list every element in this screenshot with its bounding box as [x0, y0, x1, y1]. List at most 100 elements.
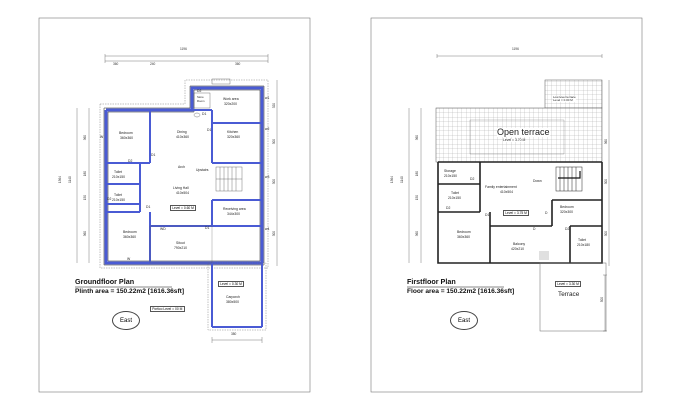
ff-balcony-size: 420x210	[511, 247, 525, 251]
gf-top-dim-7: 360	[235, 62, 241, 66]
gf-plan-area: Plinth area = 150.22m2 [1616.36sft]	[75, 288, 185, 295]
ff-tag-d-balcony: D	[533, 227, 536, 231]
ff-terrace-label: Terrace	[558, 291, 580, 298]
gf-tag-d1-bed2: D1	[146, 205, 151, 209]
ff-toilet2-size: 210x180	[577, 243, 591, 247]
gf-work-area-name: Work area	[223, 97, 239, 101]
ff-left-dim-total: 1364	[389, 176, 394, 184]
gf-portico-level: Portico Level = 00 M	[150, 306, 185, 313]
gf-kitchen-name: Kitchen	[227, 130, 239, 134]
gf-tag-d1-main: D1	[205, 226, 210, 230]
ff-total-width: 1196	[512, 47, 519, 51]
ff-tag-d-bed2: D	[545, 211, 548, 215]
ff-right-part-1: 360	[604, 138, 609, 145]
gf-right-part-7: 300	[272, 230, 277, 237]
gf-carporch-width: 380	[231, 332, 237, 336]
gf-bedroom2-name: Bedroom	[123, 230, 137, 234]
gf-tag-d2-toilet2: D2	[107, 197, 112, 201]
gf-left-dim-total: 1364	[57, 176, 62, 184]
ff-bedroom1-size: 360x360	[457, 235, 471, 239]
gf-sitout-size: 790x210	[174, 246, 188, 250]
gf-total-width: 1196	[180, 47, 187, 51]
gf-tag-d2-toilet1: D2	[128, 159, 133, 163]
gf-top-dim-1: 360	[113, 62, 119, 66]
gf-tag-w4: w4	[265, 227, 270, 231]
gf-plan-title: Groundfloor Plan	[75, 277, 135, 286]
gf-tag-w2: w2	[265, 127, 270, 131]
gf-work-area-size: 320x200	[224, 102, 238, 106]
gf-tag-upstairs: Upstairs	[196, 168, 209, 172]
gf-left-part-1: 360	[83, 134, 88, 141]
ff-storage-name: Storage	[444, 169, 456, 173]
ff-family-size: 410x504	[500, 190, 514, 194]
ff-level-terrace: Level = 3.30 M	[555, 281, 582, 288]
ff-left-part-1: 360	[415, 134, 420, 141]
ff-bedroom2-size: 320x300	[560, 210, 574, 214]
gf-top-dim-3: 240	[150, 62, 156, 66]
gf-bedroom1-name: Bedroom	[119, 131, 133, 135]
firstfloor-sheet: 1196 1364 1140 360 180 150 360 360 300 3…	[340, 0, 680, 405]
ff-left-part-4: 150	[415, 194, 420, 201]
gf-receiving-name: Receiving area	[223, 207, 246, 211]
ff-right-part-5: 300	[604, 230, 609, 237]
gf-living-name: Living Hall	[173, 186, 189, 190]
gf-level-carporch: Level = 0.30 M	[218, 281, 245, 288]
firstfloor-drawing	[370, 17, 643, 393]
ff-tag-d2-storage: D2	[470, 177, 475, 181]
ff-storage-size: 210x150	[444, 174, 458, 178]
gf-toilet1-name: Toilet	[114, 170, 122, 174]
ff-left-part-6: 360	[415, 230, 420, 237]
groundfloor-sheet: 1196 360 240 360 1364 1140 360 180 150 3…	[38, 17, 311, 393]
gf-left-dim-inner: 1140	[67, 176, 72, 184]
ff-bedroom2-name: Bedroom	[560, 205, 574, 209]
gf-east-marker: East	[112, 311, 140, 330]
gf-tag-d1-kitchen: D1	[207, 128, 212, 132]
gf-store-sub: Room	[197, 99, 205, 103]
gf-tag-w-bottom: W	[127, 257, 131, 261]
ff-toilet1-size: 210x150	[448, 196, 462, 200]
gf-left-part-2: 180	[83, 170, 88, 177]
gf-tag-arch: Arch	[178, 165, 185, 169]
ff-low-terrace-label: Low level terrace Level = 0.00 M	[553, 95, 576, 102]
gf-left-part-4: 150	[83, 194, 88, 201]
gf-tag-w-left: W	[100, 135, 104, 139]
gf-toilet2-name: Toilet	[114, 193, 122, 197]
gf-dining-size: 410x360	[176, 135, 190, 139]
gf-tag-d2-top: D2	[197, 89, 202, 93]
gf-kitchen-size: 320x360	[227, 135, 241, 139]
gf-bedroom1-size: 360x360	[120, 136, 134, 140]
ff-tag-d1-bed: D1	[485, 213, 490, 217]
ff-toilet2-name: Toilet	[578, 238, 586, 242]
gf-carporch-name: Carporch	[226, 295, 240, 299]
gf-receiving-size: 344x300	[227, 212, 241, 216]
gf-right-part-3: 300	[272, 138, 277, 145]
gf-toilet2-size: 210x150	[112, 198, 126, 202]
groundfloor-drawing	[38, 17, 311, 393]
gf-carporch-size: 380x500	[226, 300, 240, 304]
gf-tag-wd: WD	[160, 227, 166, 231]
ff-level-floor: Level = 3.75 M	[503, 210, 530, 217]
gf-tag-w1: w1	[265, 96, 270, 100]
ff-tag-down: Down	[533, 179, 542, 183]
gf-right-part-1: 320	[272, 102, 277, 109]
ff-bedroom1-name: Bedroom	[457, 230, 471, 234]
ff-balcony-name: Balcony	[513, 242, 526, 246]
gf-bedroom2-size: 360x360	[123, 235, 137, 239]
gf-tag-w3: w3	[265, 175, 270, 179]
ff-family-name: Family entertainment	[485, 185, 517, 189]
ff-toilet1-name: Toilet	[451, 191, 459, 195]
ff-tag-d2-toilet2: D2	[565, 227, 570, 231]
gf-tag-d1-bed: D1	[151, 153, 156, 157]
ff-right-part-3: 300	[604, 178, 609, 185]
gf-level-floor: Level = 0.60 M	[170, 205, 197, 212]
gf-store-name: Store	[197, 95, 204, 99]
ff-left-part-2: 180	[415, 170, 420, 177]
gf-living-size: 410x504	[176, 191, 190, 195]
ff-plan-area: Floor area = 150.22m2 [1616.36sft]	[407, 288, 515, 295]
ff-open-terrace: Open terrace	[497, 127, 550, 137]
ff-plan-title: Firstfloor Plan	[407, 277, 456, 286]
gf-sitout-name: Sitout	[176, 241, 185, 245]
gf-toilet1-size: 210x150	[112, 175, 126, 179]
ff-open-terrace-level: Level = 3.70 M	[503, 138, 526, 143]
ff-carporch-depth: 500	[600, 296, 605, 303]
